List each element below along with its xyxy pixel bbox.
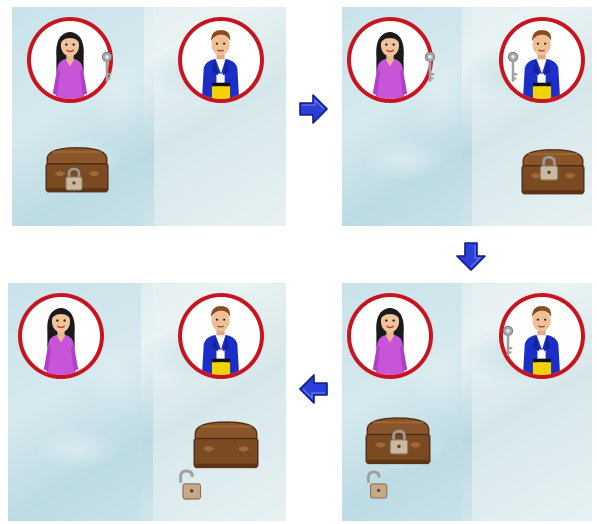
step-4-panel — [8, 283, 286, 521]
key-icon — [507, 49, 519, 87]
open-padlock-icon — [364, 469, 390, 501]
woman-avatar — [347, 17, 433, 103]
arrow-down-icon — [455, 240, 487, 272]
open-padlock-icon — [176, 468, 204, 502]
step-1-panel — [12, 7, 286, 226]
closed-padlock-icon — [538, 155, 560, 181]
woman-avatar — [347, 293, 433, 379]
woman-avatar — [18, 293, 104, 379]
step-3-panel — [342, 283, 592, 521]
closed-padlock-icon — [64, 167, 84, 191]
chest-icon — [192, 417, 260, 471]
step-2-panel — [342, 7, 592, 226]
arrow-left-icon — [298, 373, 330, 405]
key-icon — [424, 49, 436, 87]
man-avatar — [178, 17, 264, 103]
closed-padlock-icon — [388, 429, 410, 455]
arrow-right-icon — [297, 93, 329, 125]
man-avatar — [178, 293, 264, 379]
key-icon — [502, 323, 514, 361]
key-icon — [101, 49, 113, 87]
